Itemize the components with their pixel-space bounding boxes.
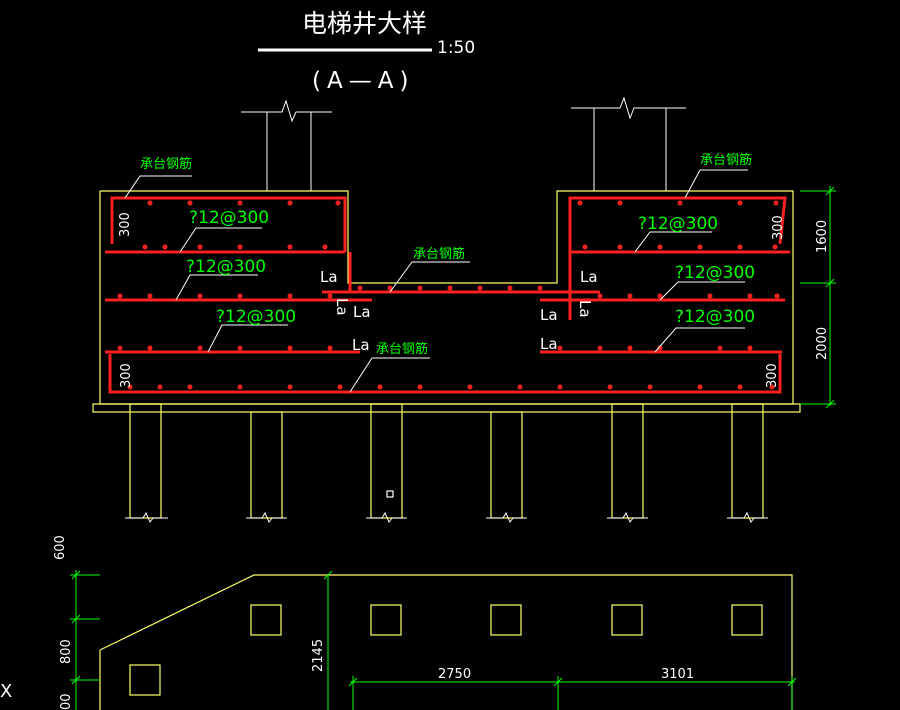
rebar-label: 承台钢筋: [413, 246, 465, 262]
lap-label: La: [353, 303, 371, 321]
rebar-spec: ?12@300: [216, 307, 296, 327]
plan-dimensions: [70, 570, 797, 710]
pile: [129, 403, 162, 519]
lap-label: La: [320, 268, 338, 286]
pile: [490, 411, 523, 519]
lap-label: La: [540, 335, 558, 353]
cushion-layer: [92, 403, 801, 413]
rebar-spec: ?12@300: [638, 214, 718, 234]
cover-label: 300: [118, 212, 133, 237]
pile: [611, 403, 644, 519]
rebar-dots: [117, 200, 780, 390]
rebar-top-right: [568, 196, 787, 252]
rebar-bottom: [108, 354, 782, 394]
dim-left: 00: [59, 693, 74, 710]
cover-label: 300: [771, 215, 786, 240]
plan-outline: [99, 574, 793, 710]
section-label: (A—A): [312, 68, 414, 94]
rebar-lines: [105, 196, 790, 394]
leader-lines: [124, 169, 748, 393]
lap-label: La: [352, 336, 370, 354]
right-dimension: [800, 186, 836, 409]
shaft-walls: [241, 96, 686, 191]
rebar-spec: ?12@300: [675, 307, 755, 327]
lap-label: La: [576, 300, 594, 318]
rebar-label: 承台钢筋: [376, 341, 428, 357]
dim-right: 2000: [815, 327, 830, 360]
edge-mark: X: [0, 681, 12, 702]
rebar-label: 承台钢筋: [140, 156, 192, 172]
dim-right: 1600: [815, 220, 830, 253]
dim-plan: 2750: [438, 667, 471, 682]
rebar-label: 承台钢筋: [700, 152, 752, 168]
small-marker: [386, 490, 394, 498]
cover-label: 300: [765, 363, 780, 388]
lap-label: La: [333, 298, 351, 316]
lap-label: La: [540, 306, 558, 324]
drawing-title: 电梯井大样: [302, 9, 427, 38]
pile-break-lines: [125, 511, 768, 523]
dim-plan: 2145: [311, 639, 326, 672]
pile: [250, 411, 283, 519]
cover-label: 300: [119, 363, 134, 388]
pile: [370, 403, 403, 519]
rebar-spec: ?12@300: [186, 257, 266, 277]
pile: [731, 403, 764, 519]
structure-outline: [92, 190, 801, 519]
rebar-top-left: [110, 196, 347, 252]
dim-left: 800: [59, 639, 74, 664]
dim-plan: 3101: [661, 667, 694, 682]
dim-left: 600: [53, 535, 68, 560]
rebar-spec: ?12@300: [189, 208, 269, 228]
drawing-scale: 1:50: [437, 38, 475, 58]
lap-label: La: [580, 268, 598, 286]
rebar-spec: ?12@300: [675, 263, 755, 283]
